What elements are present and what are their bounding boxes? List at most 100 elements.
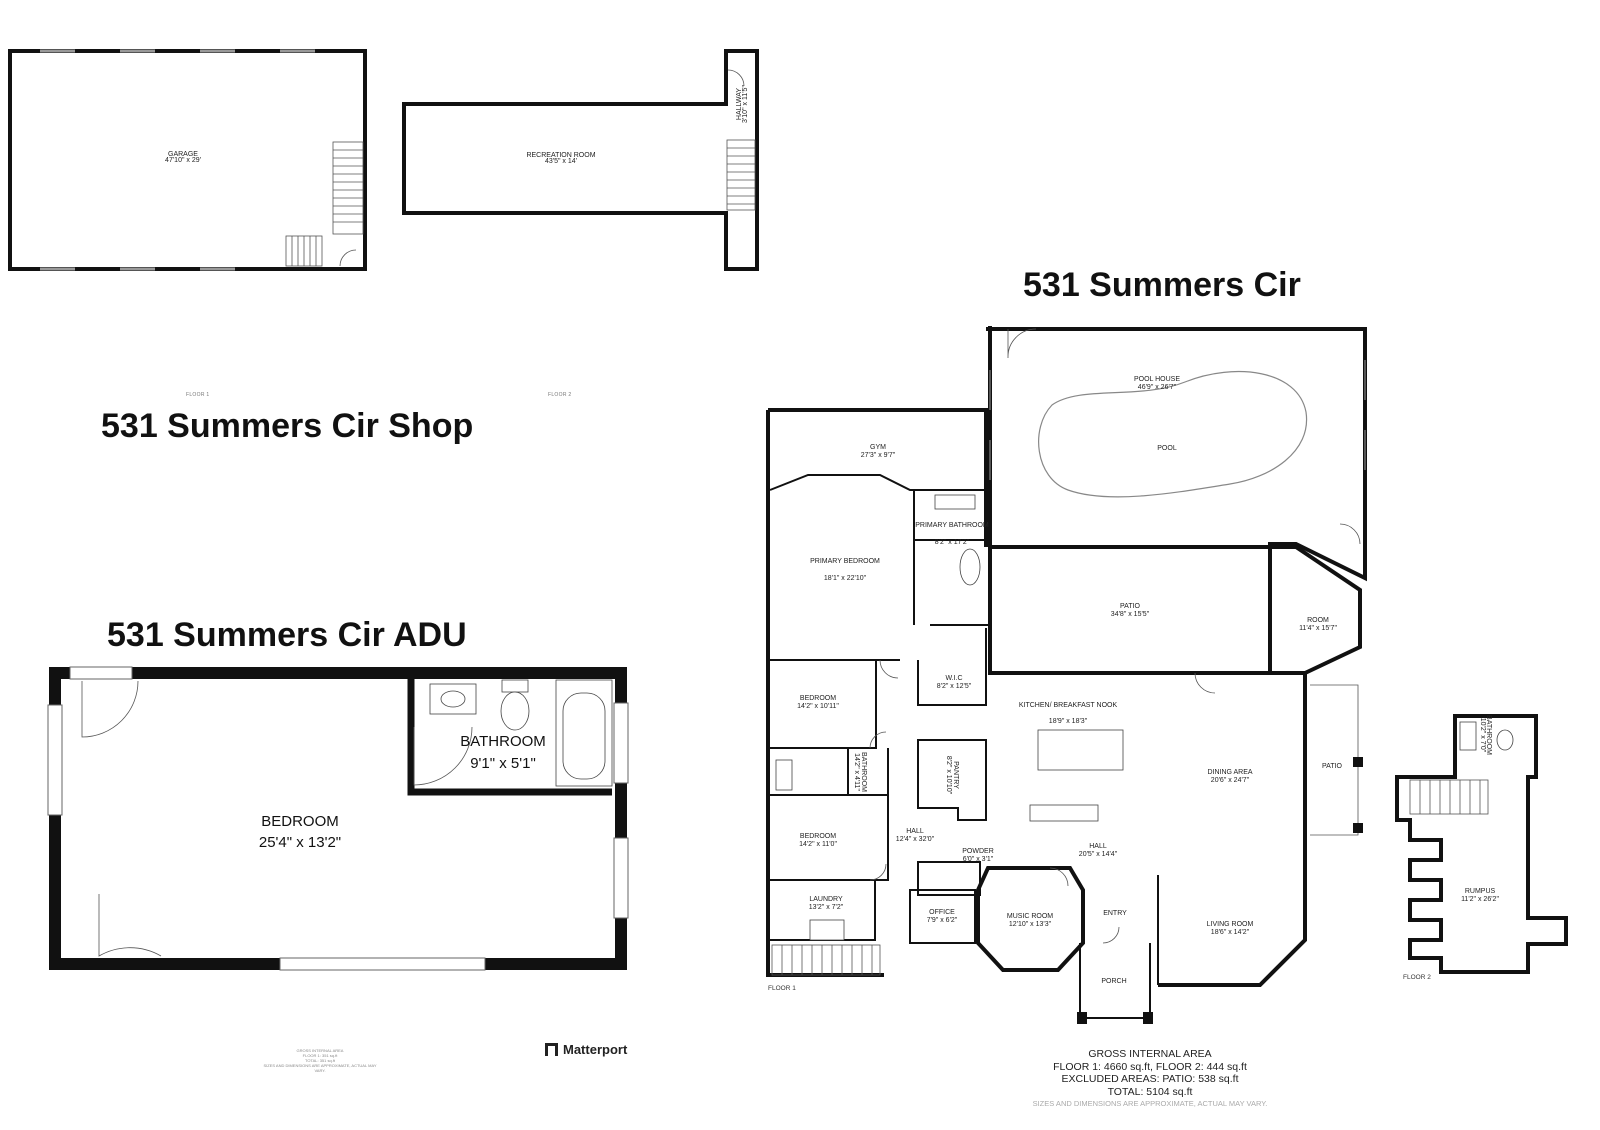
floor1-label: FLOOR 1 [768, 985, 796, 992]
hall-center-name: HALL [1089, 843, 1107, 850]
pool-house-windows [989, 360, 1366, 480]
matterport-mark-icon [545, 1043, 558, 1056]
adu-windows [47, 666, 629, 971]
gia-note: SIZES AND DIMENSIONS ARE APPROXIMATE, AC… [1032, 1099, 1268, 1108]
laundry-stairs [771, 944, 881, 976]
room-name: ROOM [1307, 617, 1329, 624]
pantry-name: PANTRY [952, 761, 959, 789]
shop-floor1-label: FLOOR 1 [186, 392, 210, 398]
adu-bedroom-name: BEDROOM [261, 813, 339, 830]
porch-name: PORCH [1101, 978, 1126, 985]
office-name: OFFICE [929, 909, 955, 916]
powder-dims: 6'0" x 3'1" [963, 856, 994, 863]
pool-house-name: POOL HOUSE [1134, 376, 1180, 383]
music-room-walls [976, 866, 1085, 972]
side-patio-walls [1310, 684, 1359, 836]
laundry-name: LAUNDRY [809, 896, 843, 903]
main-west-wall [766, 410, 884, 977]
main-doors [869, 328, 1361, 944]
recreation-room-walls [402, 49, 759, 271]
shop-floor-2: RECREATION ROOM 43'5" x 14' HALLWAY 3'10… [402, 49, 759, 271]
shop-title: 531 Summers Cir Shop [101, 407, 474, 445]
recreation-room-name: RECREATION ROOM [526, 152, 595, 159]
garage-stairs [285, 141, 364, 267]
adu-doors [81, 680, 473, 957]
gross-internal-area: GROSS INTERNAL AREA FLOOR 1: 4660 sq.ft,… [1020, 1048, 1280, 1111]
hall-left-name: HALL [906, 828, 924, 835]
rumpus-dims: 11'2" x 26'2" [1461, 896, 1499, 903]
garage-dims: 47'10" x 29' [165, 157, 201, 164]
main-house-floor-1: POOL HOUSE 46'9" x 26'7" POOL GYM 27'3" … [766, 326, 1367, 1024]
matterport-label: Matterport [563, 1042, 628, 1057]
pantry-walls [917, 739, 987, 821]
patio-side-name: PATIO [1322, 763, 1343, 770]
garage-windows [40, 49, 315, 271]
room-dims: 11'4" x 15'7" [1299, 625, 1337, 632]
rumpus-walls [1395, 714, 1568, 974]
gia-line1: FLOOR 1: 4660 sq.ft, FLOOR 2: 444 sq.ft [1053, 1060, 1247, 1073]
adu-bathroom-walls [407, 673, 612, 796]
shop-f2-stairs [726, 69, 756, 211]
entry-name: ENTRY [1103, 910, 1127, 917]
pool-house-dims: 46'9" x 26'7" [1138, 384, 1177, 391]
bedroom3-walls [770, 795, 889, 881]
laundry-walls [770, 880, 876, 941]
primary-bedroom-name: PRIMARY BEDROOM [810, 558, 880, 565]
adu-bedroom-dims: 25'4" x 13'2" [259, 834, 341, 851]
wic-name: W.I.C [945, 675, 962, 682]
main-house-floor-2: RUMPUS 11'2" x 26'2" BATHROOM 10'2" x 7'… [1395, 714, 1568, 981]
living-room-name: LIVING ROOM [1207, 921, 1254, 928]
patio-walls [988, 545, 1272, 675]
matterport-logo: Matterport [545, 1042, 627, 1057]
adu-gia-heading: GROSS INTERNAL AREA [296, 1048, 344, 1053]
hallway-name: HALLWAY [736, 88, 743, 120]
side-patio-post-2 [1353, 823, 1363, 833]
pantry-dims: 8'2" x 10'10" [945, 756, 952, 795]
adu-plan: BATHROOM 9'1" x 5'1" BEDROOM 25'4" x 13'… [47, 666, 629, 971]
hallway-dims: 3'10" x 11'5" [742, 85, 749, 123]
kitchen-name: KITCHEN/ BREAKFAST NOOK [1019, 702, 1118, 709]
primary-bath-walls [913, 490, 990, 626]
primary-bathroom-name: PRIMARY BATHROOM [915, 522, 989, 529]
adu-gross-internal-area: GROSS INTERNAL AREA FLOOR 1: 351 sq.ft T… [260, 1048, 380, 1073]
bathroom-small-name: BATHROOM [860, 752, 867, 792]
garage-name: GARAGE [168, 151, 198, 158]
dining-dims: 20'6" x 24'7" [1211, 777, 1250, 784]
main-house-title: 531 Summers Cir [1023, 266, 1301, 304]
porch-post-left [1077, 1012, 1087, 1024]
adu-bathroom-name: BATHROOM [460, 733, 546, 750]
pool-name: POOL [1157, 445, 1177, 452]
pool-shape [1038, 371, 1308, 498]
adu-bathroom-dims: 9'1" x 5'1" [470, 755, 536, 772]
adu-title: 531 Summers Cir ADU [107, 616, 467, 654]
wic-dims: 8'2" x 12'5" [937, 683, 972, 690]
rumpus-name: RUMPUS [1465, 888, 1496, 895]
pool-house-walls [986, 326, 1367, 582]
recreation-room-dims: 43'5" x 14' [545, 158, 577, 165]
adu-gia-line2: TOTAL: 351 sq.ft [304, 1058, 336, 1063]
patio-main-dims: 34'8" x 15'5" [1111, 611, 1150, 618]
bedroom2-dims: 14'2" x 10'11" [797, 703, 839, 710]
shop-floor2-label: FLOOR 2 [548, 392, 572, 398]
bathroom-f2-dims: 10'2" x 7'0" [1479, 718, 1486, 753]
gym-inner-wall [769, 474, 986, 491]
gia-heading: GROSS INTERNAL AREA [1088, 1048, 1212, 1060]
living-room-dims: 18'6" x 14'2" [1211, 929, 1250, 936]
gia-line3: TOTAL: 5104 sq.ft [1107, 1085, 1193, 1098]
side-patio-post-1 [1353, 757, 1363, 767]
music-room-name: MUSIC ROOM [1007, 913, 1053, 920]
room-walls [1268, 545, 1362, 675]
bedroom3-dims: 14'2" x 11'0" [799, 841, 837, 848]
bathroom-small-dims: 14'2" x 4'11" [853, 753, 860, 791]
wic-walls [917, 628, 987, 706]
laundry-dims: 13'2" x 7'2" [809, 904, 844, 911]
bedroom2-name: BEDROOM [800, 695, 836, 702]
dining-east-wall [1158, 673, 1307, 987]
rumpus-stairs [1409, 779, 1489, 815]
f2-bath-fixtures [1459, 721, 1514, 751]
music-room-dims: 12'10" x 13'3" [1009, 921, 1052, 928]
adu-fixtures [429, 679, 613, 787]
main-fixtures [775, 494, 1124, 941]
dining-name: DINING AREA [1207, 769, 1252, 776]
primary-bathroom-dims: 8'2" x 17'2" [935, 539, 970, 546]
